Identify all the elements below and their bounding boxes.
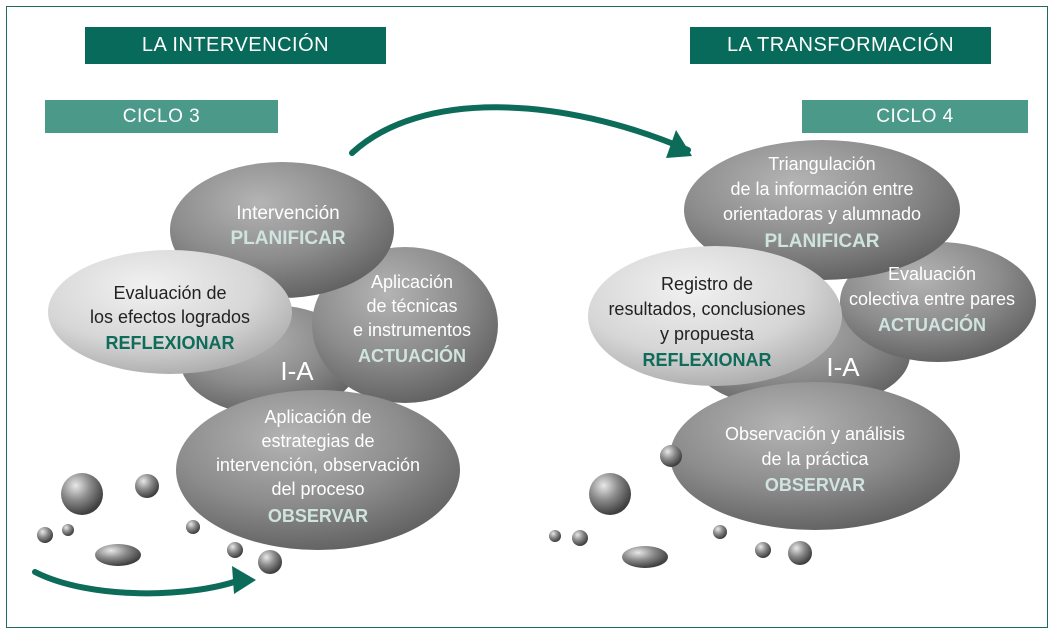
- left-observar-bubble: [176, 390, 460, 550]
- right-reflexionar-line: resultados, conclusiones: [608, 299, 805, 319]
- left-planificar-line: Intervención: [236, 203, 340, 224]
- right-reflexionar-line: y propuesta: [660, 324, 755, 344]
- cycle-continue-arrowhead: [232, 566, 256, 594]
- right-actuacion-line: colectiva entre pares: [849, 289, 1015, 309]
- right-cycle: [549, 140, 1036, 568]
- left-observar-line: intervención, observación: [216, 455, 420, 475]
- left-actuacion-keyword: ACTUACIÓN: [358, 345, 466, 366]
- left-actuacion-text: Aplicación de técnicas e instrumentos AC…: [353, 272, 471, 366]
- left-observar-keyword: OBSERVAR: [268, 506, 368, 526]
- right-center-label: I-A: [826, 352, 860, 382]
- right-reflexionar-line: Registro de: [661, 274, 753, 294]
- left-observar-text: Aplicación de estrategias de intervenció…: [216, 407, 420, 526]
- right-planificar-text: Triangulación de la información entre or…: [723, 154, 921, 252]
- right-planificar-line: de la información entre: [730, 179, 913, 199]
- left-reflexionar-line: Evaluación de: [113, 283, 226, 303]
- right-reflexionar-keyword: REFLEXIONAR: [642, 350, 771, 370]
- left-observar-line: estrategias de: [261, 431, 374, 451]
- right-observar-line: de la práctica: [761, 449, 869, 469]
- right-observar-line: Observación y análisis: [725, 424, 905, 444]
- left-actuacion-line: de técnicas: [366, 296, 457, 316]
- left-reflexionar-bubble: [48, 250, 292, 374]
- right-planificar-keyword: PLANIFICAR: [764, 231, 879, 252]
- left-observar-line: Aplicación de: [264, 407, 371, 427]
- header-intervencion: LA INTERVENCIÓN: [85, 27, 386, 64]
- left-actuacion-line: Aplicación: [371, 272, 453, 292]
- cycle-4-label: CICLO 4: [802, 100, 1028, 133]
- cycle-continue-arrow: [32, 569, 243, 597]
- left-reflexionar-line: los efectos logrados: [90, 307, 250, 327]
- left-planificar-text: Intervención PLANIFICAR: [230, 203, 345, 249]
- right-actuacion-text: Evaluación colectiva entre pares ACTUACI…: [849, 264, 1015, 335]
- left-observar-line: del proceso: [271, 479, 364, 499]
- left-planificar-keyword: PLANIFICAR: [230, 228, 345, 249]
- right-observar-keyword: OBSERVAR: [765, 475, 865, 495]
- left-actuacion-bubble: [312, 247, 498, 403]
- right-observar-text: Observación y análisis de la práctica OB…: [725, 424, 905, 495]
- cycle-3-label: CICLO 3: [45, 100, 278, 133]
- transition-arrow: [349, 104, 691, 156]
- transition-arrowhead: [666, 130, 692, 158]
- left-reflexionar-text: Evaluación de los efectos logrados REFLE…: [90, 283, 250, 353]
- left-cycle: [37, 162, 498, 574]
- right-reflexionar-text: Registro de resultados, conclusiones y p…: [608, 274, 805, 370]
- header-transformacion: LA TRANSFORMACIÓN: [690, 27, 991, 64]
- right-reflexionar-bubble: [588, 246, 842, 386]
- right-planificar-bubble: [684, 140, 960, 280]
- right-actuacion-keyword: ACTUACIÓN: [878, 314, 986, 335]
- left-center-label: I-A: [280, 356, 314, 386]
- left-actuacion-line: e instrumentos: [353, 320, 471, 340]
- right-actuacion-bubble: [840, 242, 1036, 362]
- right-planificar-line: Triangulación: [768, 154, 875, 174]
- right-observar-bubble: [670, 382, 960, 530]
- right-actuacion-line: Evaluación: [888, 264, 976, 284]
- right-planificar-line: orientadoras y alumnado: [723, 204, 921, 224]
- left-reflexionar-keyword: REFLEXIONAR: [105, 333, 234, 353]
